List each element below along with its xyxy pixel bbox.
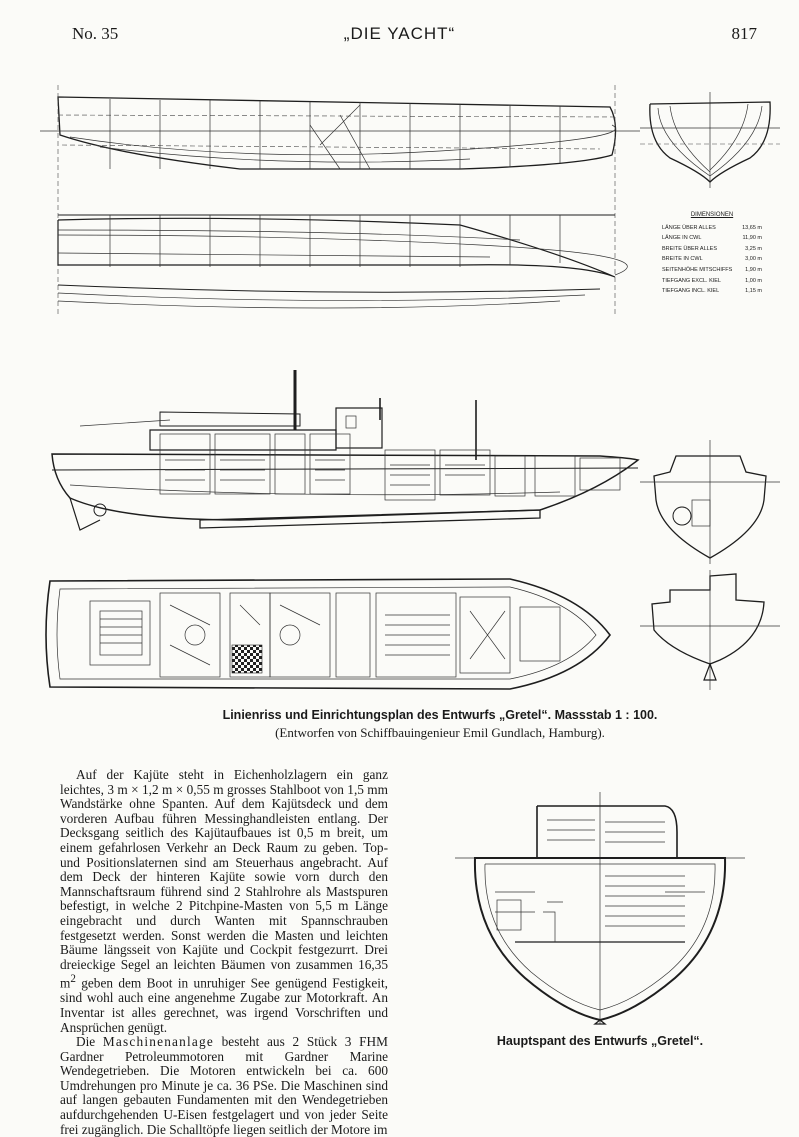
arrangement-profile-drawing bbox=[51, 370, 640, 531]
arrangement-deck-drawing bbox=[45, 578, 612, 690]
dimensions-title: DIMENSIONEN bbox=[690, 212, 734, 218]
midship-caption: Hauptspant des Entwurfs „Gretel“. bbox=[496, 1034, 704, 1048]
page-number: 817 bbox=[731, 24, 758, 43]
issue-number: No. 35 bbox=[72, 24, 119, 43]
article-body: Auf der Kajüte steht in Eichenholzlagern… bbox=[60, 767, 388, 1137]
figure-subcaption: (Entworfen von Schiffbauingenieur Emil G… bbox=[275, 725, 605, 740]
paragraph: Die Maschinenanlage besteht aus 2 Stück … bbox=[60, 1034, 388, 1137]
journal-title: „DIE YACHT“ bbox=[343, 24, 456, 43]
body-plan-drawing bbox=[640, 92, 780, 188]
cross-section-small-drawing bbox=[640, 440, 780, 690]
page-header: No. 35 „DIE YACHT“ 817 bbox=[0, 24, 799, 48]
midship-section-drawing bbox=[455, 792, 745, 1025]
paragraph: Auf der Kajüte steht in Eichenholzlagern… bbox=[60, 767, 388, 1035]
lines-plan-drawing bbox=[40, 85, 640, 315]
figure-caption: Linienriss und Einrichtungsplan des Entw… bbox=[222, 708, 658, 722]
